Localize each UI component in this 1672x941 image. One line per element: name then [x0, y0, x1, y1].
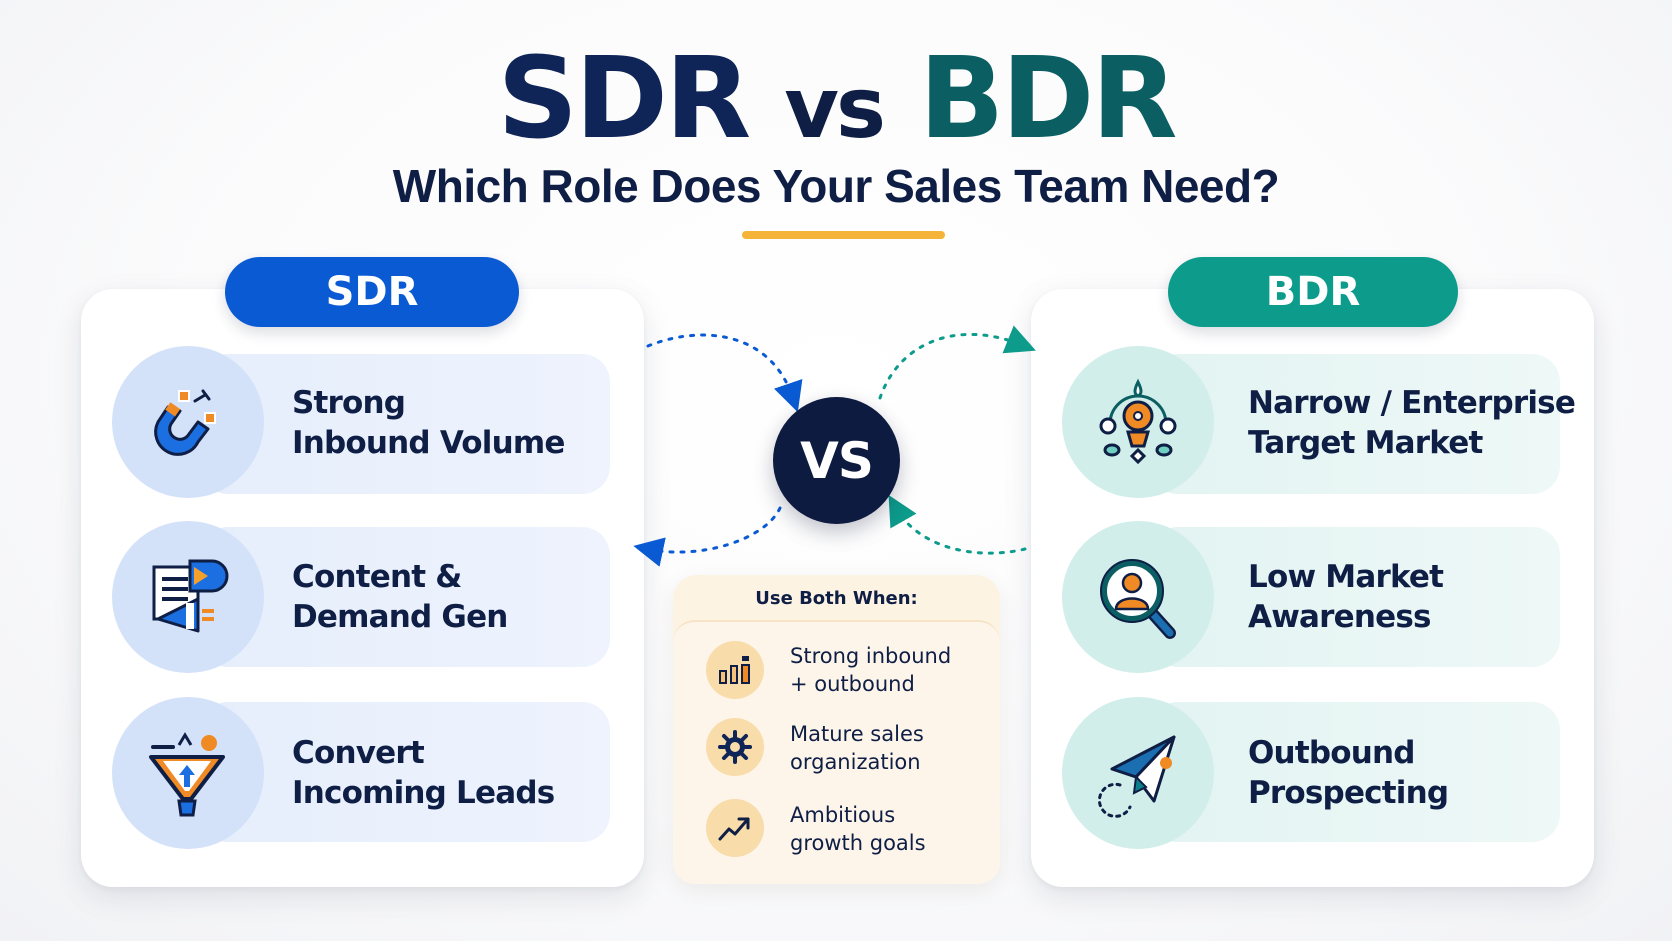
use-both-item-1: Strong inbound + outbound [790, 644, 952, 696]
use-both-item-3: Ambitious growth goals [790, 803, 926, 855]
content-megaphone-icon [152, 559, 229, 633]
paper-plane-icon [1097, 735, 1176, 818]
sdr-badge: SDR [225, 257, 519, 327]
use-both-title: Use Both When: [755, 588, 918, 609]
bdr-row-2-text: Low Market Awareness [1248, 559, 1444, 635]
sdr-row-3-text: Convert Incoming Leads [292, 735, 555, 811]
sdr-row-1-text: Strong Inbound Volume [292, 385, 565, 461]
arrow-sdr-to-vs [646, 333, 803, 413]
vs-badge: VS [773, 397, 900, 524]
trend-up-icon [718, 817, 750, 841]
use-both-icon-circle-3 [706, 799, 764, 857]
gear-icon [718, 730, 752, 764]
page-title: SDR vs BDR [0, 43, 1672, 163]
arrow-vs-to-sdr [633, 506, 782, 567]
sdr-row-3-icon-circle [112, 697, 264, 849]
target-network-icon [1099, 378, 1177, 465]
magnifier-person-icon [1100, 559, 1176, 639]
use-both-icon-circle-1 [706, 641, 764, 699]
bdr-row-3-text: Outbound Prospecting [1248, 735, 1449, 811]
title-vs: vs [784, 59, 886, 157]
bar-chart-icon [719, 656, 750, 684]
sdr-row-1-icon-circle [112, 346, 264, 498]
sdr-row-2-text: Content & Demand Gen [292, 559, 508, 635]
bdr-row-1 [1150, 354, 1560, 494]
magnet-icon [154, 389, 216, 456]
sdr-row-2 [200, 527, 610, 667]
bdr-row-2 [1150, 527, 1560, 667]
funnel-icon [149, 732, 225, 817]
use-both-item-2: Mature sales organization [790, 722, 924, 774]
bdr-row-3-icon-circle [1062, 697, 1214, 849]
arrow-vs-to-bdr [878, 325, 1036, 400]
sdr-row-1 [200, 354, 610, 494]
sdr-row-2-icon-circle [112, 521, 264, 673]
title-underline [742, 231, 945, 239]
sdr-row-3 [200, 702, 610, 842]
bdr-row-1-icon-circle [1062, 346, 1214, 498]
use-both-icon-circle-2 [706, 718, 764, 776]
title-bdr: BDR [919, 34, 1178, 164]
title-sdr: SDR [497, 34, 751, 164]
bdr-row-1-text: Narrow / Enterprise Target Market [1248, 385, 1576, 461]
page-subtitle: Which Role Does Your Sales Team Need? [392, 160, 1280, 212]
arrow-bdr-to-vs [888, 494, 1027, 555]
bdr-badge: BDR [1168, 257, 1458, 327]
bdr-row-3 [1150, 702, 1560, 842]
bdr-row-2-icon-circle [1062, 521, 1214, 673]
